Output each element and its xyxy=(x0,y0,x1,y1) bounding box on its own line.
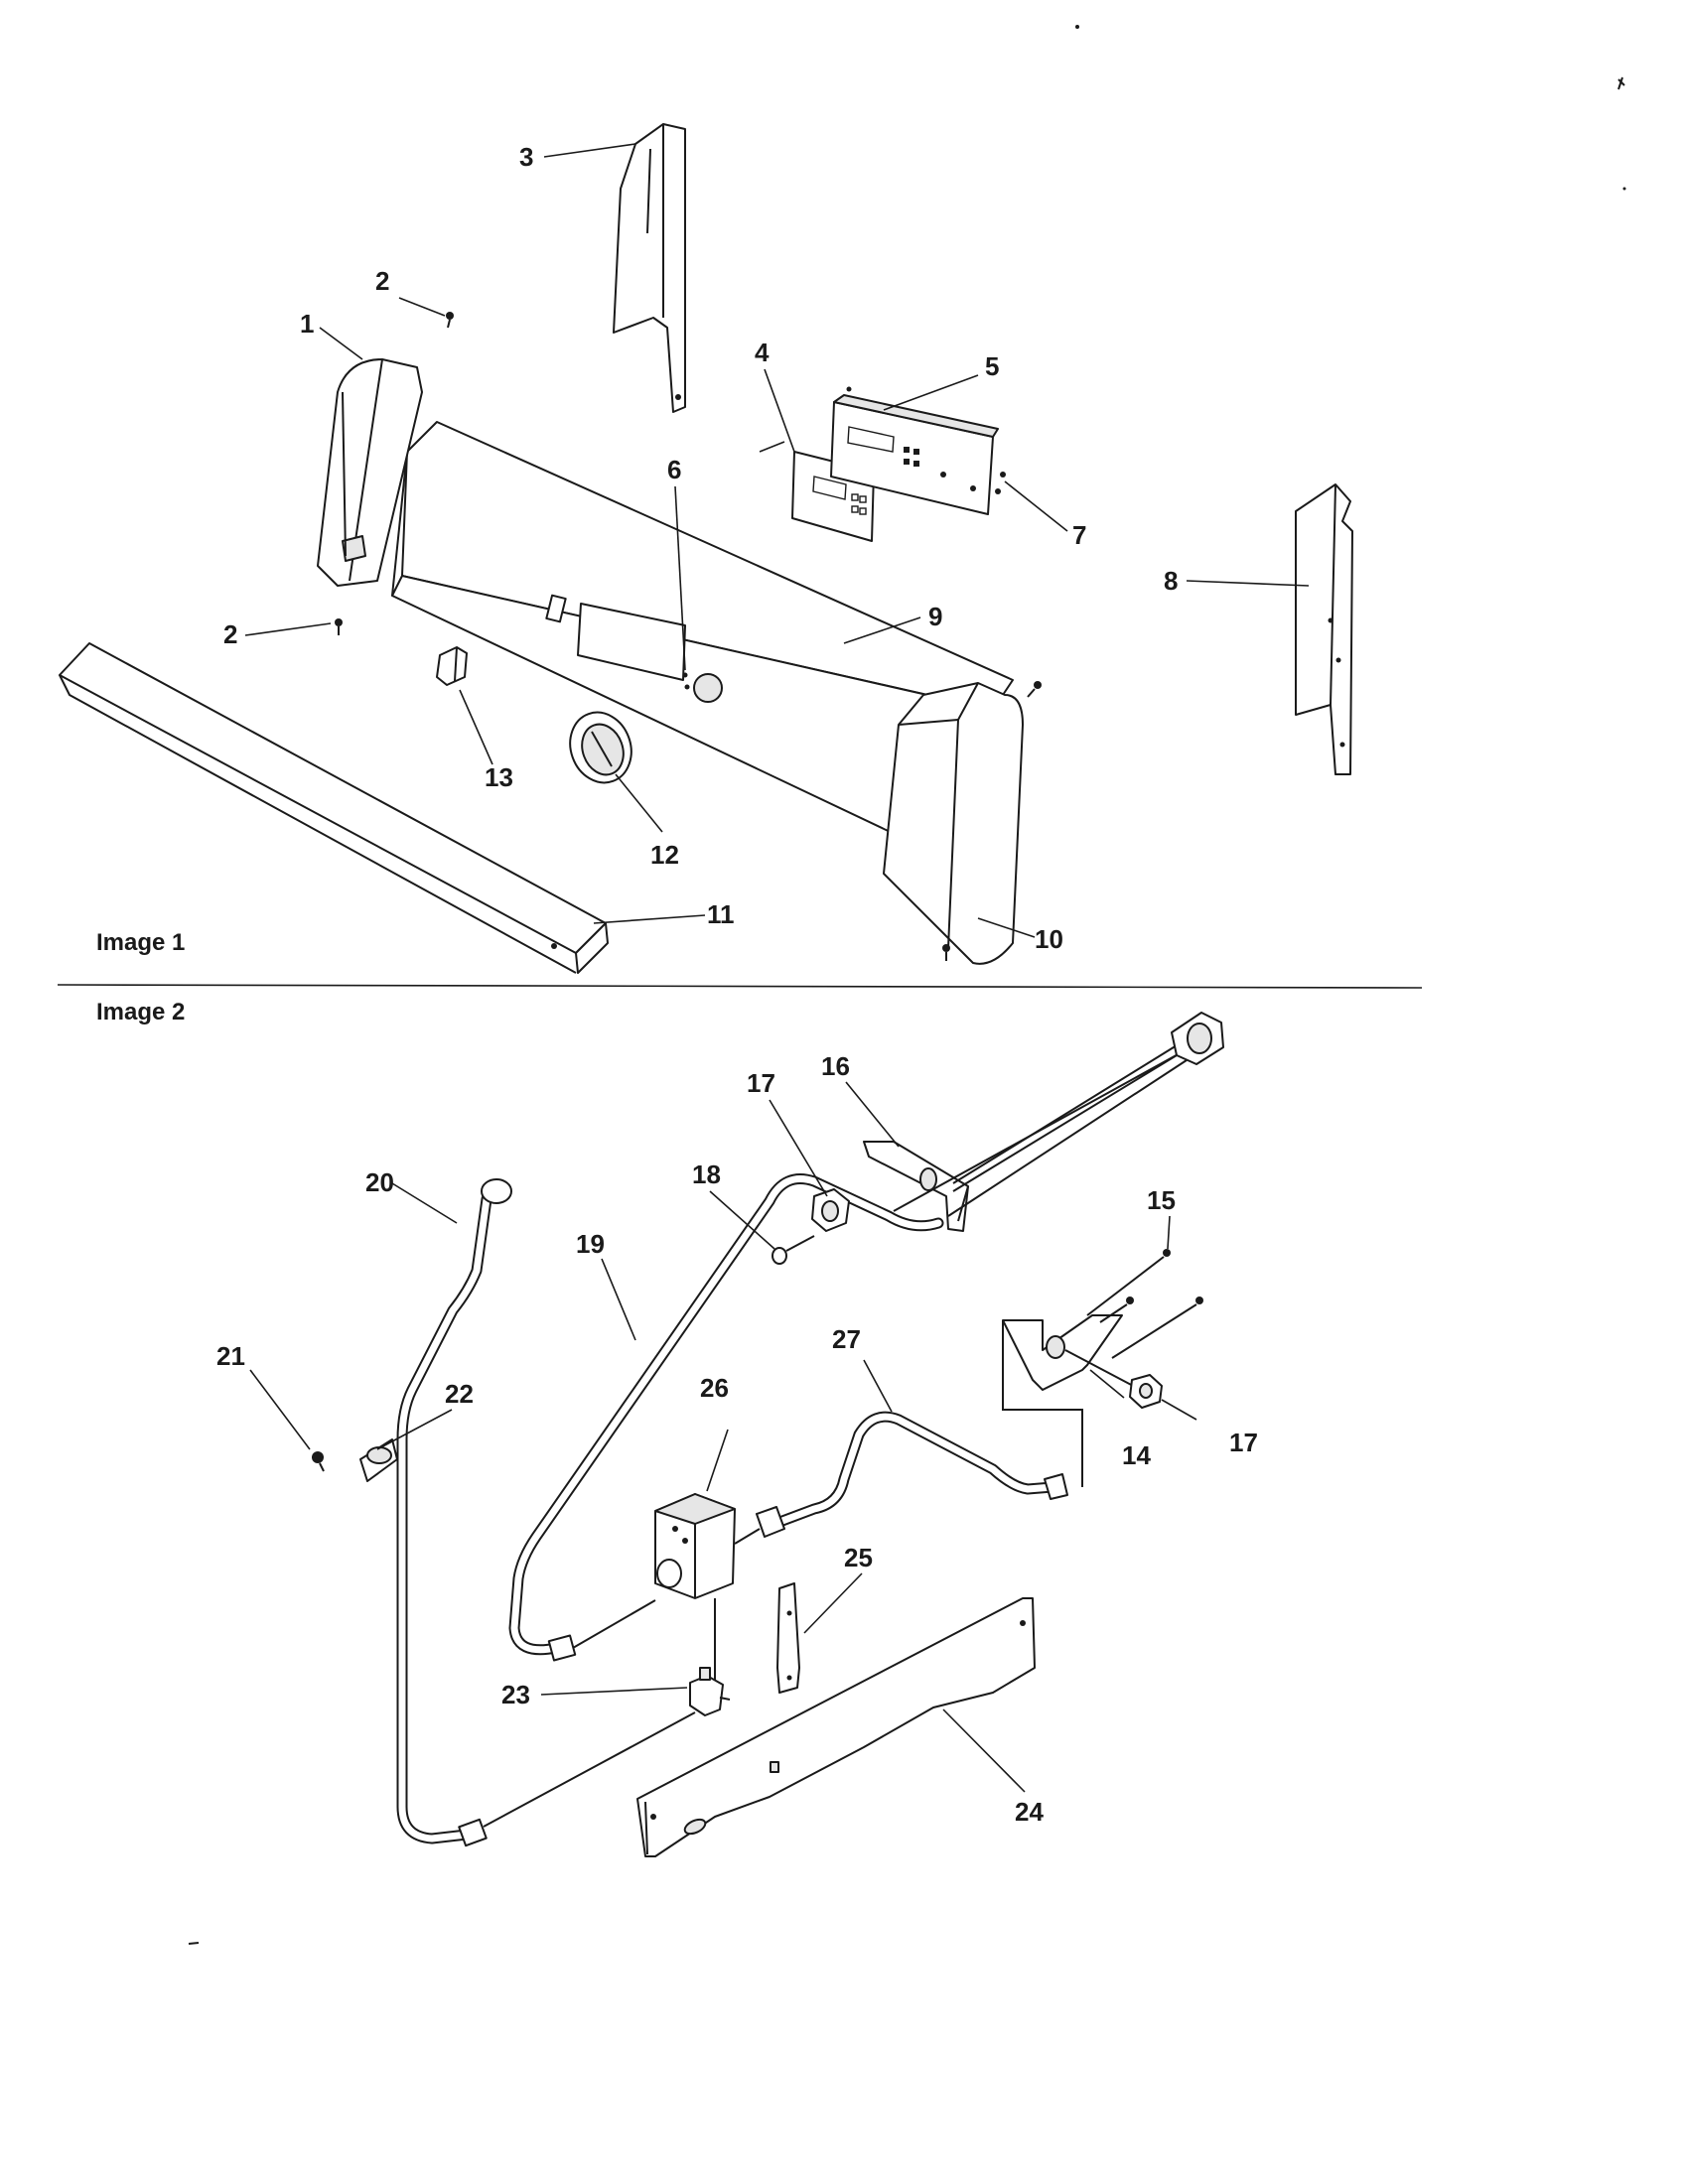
callout-19: 19 xyxy=(576,1229,605,1259)
section-divider xyxy=(57,984,1423,989)
callout-4: 4 xyxy=(755,338,770,367)
callout-2-top: 2 xyxy=(375,266,389,296)
part-11-lower-trim xyxy=(59,642,609,974)
part-22-clip xyxy=(359,1438,398,1482)
part-8-right-bracket xyxy=(1295,483,1353,775)
callout-12: 12 xyxy=(650,840,679,870)
part-20-tube xyxy=(396,1178,696,1847)
callout-13: 13 xyxy=(485,762,513,792)
section-labels: Image 1 Image 2 xyxy=(96,929,185,1025)
callout-numbers: 1 2 2 3 4 5 6 7 8 9 10 11 12 13 14 15 16… xyxy=(216,142,1258,1827)
part-17-nut-lower xyxy=(1129,1374,1163,1409)
callout-17-upper: 17 xyxy=(747,1068,775,1098)
part-13-switch xyxy=(436,646,468,686)
callout-24: 24 xyxy=(1015,1797,1044,1827)
part-24-rail xyxy=(636,1597,1036,1857)
callout-20: 20 xyxy=(365,1167,394,1197)
part-21-screw xyxy=(312,1451,325,1472)
callout-21: 21 xyxy=(216,1341,245,1371)
callout-27: 27 xyxy=(832,1324,861,1354)
callout-10: 10 xyxy=(1035,924,1063,954)
part-18-fitting xyxy=(772,1235,815,1265)
callout-2-bottom: 2 xyxy=(223,619,237,649)
part-16-bracket xyxy=(863,1141,969,1232)
callout-22: 22 xyxy=(445,1379,474,1409)
callout-5: 5 xyxy=(985,351,999,381)
callout-15: 15 xyxy=(1147,1185,1176,1215)
section-label-image-2: Image 2 xyxy=(96,999,185,1025)
part-15-screws xyxy=(1086,1249,1203,1359)
callout-16: 16 xyxy=(821,1051,850,1081)
part-23-orifice xyxy=(689,1667,731,1716)
callout-25: 25 xyxy=(844,1543,873,1572)
image-1-leader-lines xyxy=(244,143,1310,938)
callout-23: 23 xyxy=(501,1680,530,1709)
callout-17-lower: 17 xyxy=(1229,1428,1258,1457)
part-26-valve xyxy=(654,1493,736,1683)
scan-specks xyxy=(188,25,1626,1945)
part-19-tube xyxy=(508,1173,944,1662)
callout-26: 26 xyxy=(700,1373,729,1403)
part-25-bracket xyxy=(776,1582,800,1694)
callout-9: 9 xyxy=(928,602,942,631)
part-10-right-end-cap xyxy=(883,682,1024,965)
image-2-gas-valve-assembly xyxy=(249,1012,1224,1857)
callout-14: 14 xyxy=(1122,1440,1151,1470)
callout-3: 3 xyxy=(519,142,533,172)
part-27-tube xyxy=(734,1411,1068,1545)
part-12-knob xyxy=(569,711,632,784)
part-2-screws xyxy=(335,312,1042,961)
callout-1: 1 xyxy=(300,309,314,339)
image-2-leader-lines xyxy=(249,1081,1197,1793)
callout-11: 11 xyxy=(707,899,735,929)
callout-18: 18 xyxy=(692,1160,721,1189)
part-3-bracket xyxy=(613,123,686,413)
image-1-backguard-assembly xyxy=(59,123,1353,974)
part-14-bracket xyxy=(1002,1314,1138,1487)
callout-8: 8 xyxy=(1164,566,1178,596)
gas-line-to-inlet xyxy=(893,1012,1224,1217)
part-1-left-end-cap xyxy=(317,358,423,587)
part-7-screws xyxy=(846,386,1006,494)
callout-7: 7 xyxy=(1072,520,1086,550)
section-label-image-1: Image 1 xyxy=(96,929,185,956)
part-5-clock-control xyxy=(830,394,999,515)
callout-6: 6 xyxy=(667,455,681,484)
part-17-nut-upper xyxy=(811,1188,850,1232)
